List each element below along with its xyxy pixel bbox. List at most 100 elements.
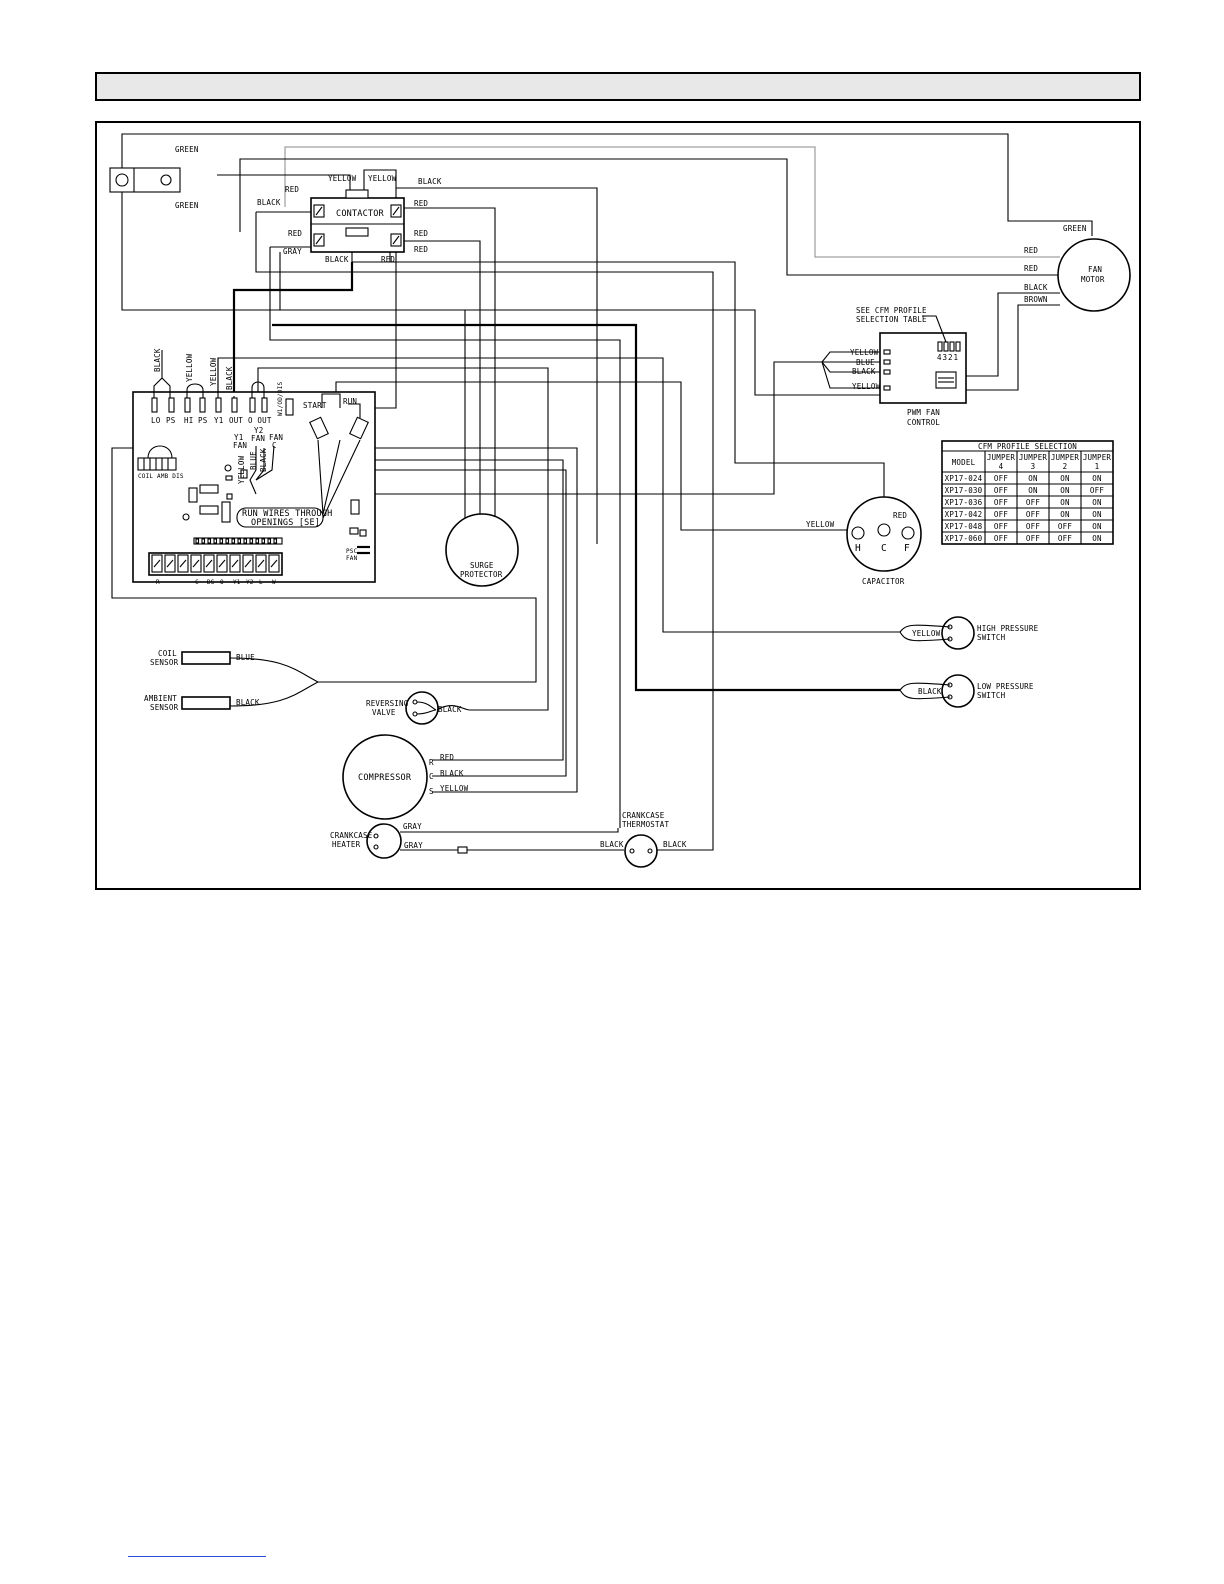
coil-sensor-label-1: COIL <box>158 649 177 658</box>
crankcase-thermostat-wire-1: BLACK <box>600 840 624 849</box>
run-wires-line-1: RUN WIRES THROUGH <box>242 509 332 519</box>
crankcase-thermostat-label-1: CRANKCASE <box>622 811 665 820</box>
contactor <box>310 189 405 253</box>
terminal-screw-slot <box>192 559 200 568</box>
ambient-sensor-wire: BLACK <box>236 698 260 707</box>
run-wires-line-2: OPENINGS [SE] <box>251 518 320 528</box>
crankcase-thermostat-wire-2: BLACK <box>663 840 687 849</box>
cfm-table-cell: ON <box>1028 486 1037 495</box>
board-pin-row <box>195 538 278 544</box>
compressor-c: C <box>429 772 434 781</box>
pwm-fan-control <box>879 315 967 404</box>
crankcase-heater-label-2: HEATER <box>332 840 361 849</box>
terminal-y1: Y1 <box>214 416 223 425</box>
terminal-screw-slot <box>244 559 252 568</box>
cfm-table-cell: XP17-030 <box>945 486 983 495</box>
coil-amb-dis-label: COIL AMB DIS <box>138 473 184 480</box>
terminal-ps-2: PS <box>198 416 208 425</box>
compressor-wire-red: RED <box>440 753 454 762</box>
hps-label-2: SWITCH <box>977 633 1006 642</box>
cfm-table-cell: ON <box>1060 498 1069 507</box>
cfm-table-cell: OFF <box>1090 486 1104 495</box>
fan-wire-yellow: YELLOW <box>237 455 246 484</box>
cfm-table-cell: OFF <box>1026 534 1040 543</box>
heater-terminal-2 <box>373 844 379 850</box>
wire-label-black-top: BLACK <box>418 177 442 186</box>
fan-motor-wire-red-1: RED <box>1024 246 1038 255</box>
wire-label-black-bottom: BLACK <box>325 255 349 264</box>
crankcase-heater-wire-1: GRAY <box>403 822 422 831</box>
fan-motor-label-1: FAN <box>1088 265 1102 274</box>
terminal-screw-slot <box>231 559 239 568</box>
cfm-table-cell: OFF <box>1026 498 1040 507</box>
board-pin <box>261 538 266 544</box>
fan-motor-wire-green: GREEN <box>1063 224 1087 233</box>
contactor-label: CONTACTOR <box>336 209 385 219</box>
cfm-table-header: MODEL <box>952 458 976 467</box>
thermostat-terminal-1 <box>629 848 635 854</box>
terminal-screw-slot <box>257 559 265 568</box>
fan-motor-label-2: MOTOR <box>1081 275 1105 284</box>
fan-motor-wire-brown: BROWN <box>1024 295 1048 304</box>
coil-sensor-wire: BLUE <box>236 653 255 662</box>
surge-label-1: SURGE <box>470 561 494 570</box>
terminal-screw-slot <box>179 559 187 568</box>
cfm-table-cell: ON <box>1028 474 1037 483</box>
hps-label-1: HIGH PRESSURE <box>977 624 1039 633</box>
compressor-wire-black: BLACK <box>440 769 464 778</box>
cfm-table-cell: ON <box>1092 522 1101 531</box>
cfm-table-cell: XP17-036 <box>945 498 983 507</box>
cfm-table-cell: XP17-060 <box>945 534 983 543</box>
hps-wire: YELLOW <box>912 629 941 638</box>
ambient-sensor <box>181 696 231 710</box>
terminal-screw-slot <box>218 559 226 568</box>
reversing-valve-wire: BLACK <box>438 705 462 714</box>
surge-protector <box>445 513 519 587</box>
cfm-table-cell: OFF <box>1026 510 1040 519</box>
board-pin <box>225 538 230 544</box>
terminal-ps-1: PS <box>166 416 176 425</box>
cfm-table-cell: OFF <box>1058 534 1072 543</box>
fan-motor <box>1057 238 1131 312</box>
lps-label-2: SWITCH <box>977 691 1006 700</box>
wire-label-red-mid: RED <box>288 229 302 238</box>
crankcase-thermostat <box>624 834 658 868</box>
cfm-table-cell: ON <box>1060 486 1069 495</box>
cfm-table-cell: ON <box>1060 510 1069 519</box>
bottom-terminal-label: DS <box>207 579 215 586</box>
relay-run-label: RUN <box>343 397 357 406</box>
board-wire-yellow-2: YELLOW <box>209 357 218 386</box>
coil-sensor <box>181 651 231 665</box>
bottom-terminal-label: C <box>195 579 199 586</box>
cfm-table-cell: ON <box>1092 534 1101 543</box>
board-pin <box>273 538 278 544</box>
terminal-screw-slot <box>153 559 161 568</box>
pwm-wire-yellow-2: YELLOW <box>852 382 881 391</box>
terminal-o-out: O OUT <box>248 416 272 425</box>
board-pin <box>207 538 212 544</box>
ambient-sensor-label-2: SENSOR <box>150 703 179 712</box>
fan-y2-a: Y2 <box>254 426 263 435</box>
board-wire-black-2: BLACK <box>225 366 234 390</box>
cfm-table-cell: OFF <box>994 534 1008 543</box>
fan-y1-a: Y1 <box>234 433 243 442</box>
surge-label-2: PROTECTOR <box>460 570 503 579</box>
cfm-table-cell: ON <box>1092 498 1101 507</box>
wire-label-red-right-top: RED <box>414 199 428 208</box>
cfm-table-cell: ON <box>1060 474 1069 483</box>
psc-fan-a: PSC <box>346 548 358 555</box>
crankcase-heater-wire-2: GRAY <box>404 841 423 850</box>
capacitor-f: F <box>904 543 910 554</box>
cfm-table-cell: XP17-024 <box>945 474 983 483</box>
terminal-out: OUT <box>229 416 243 425</box>
board-pin <box>231 538 236 544</box>
board-pin <box>243 538 248 544</box>
cfm-table-cell: OFF <box>1058 522 1072 531</box>
fan-y2-b: FAN <box>251 434 265 443</box>
